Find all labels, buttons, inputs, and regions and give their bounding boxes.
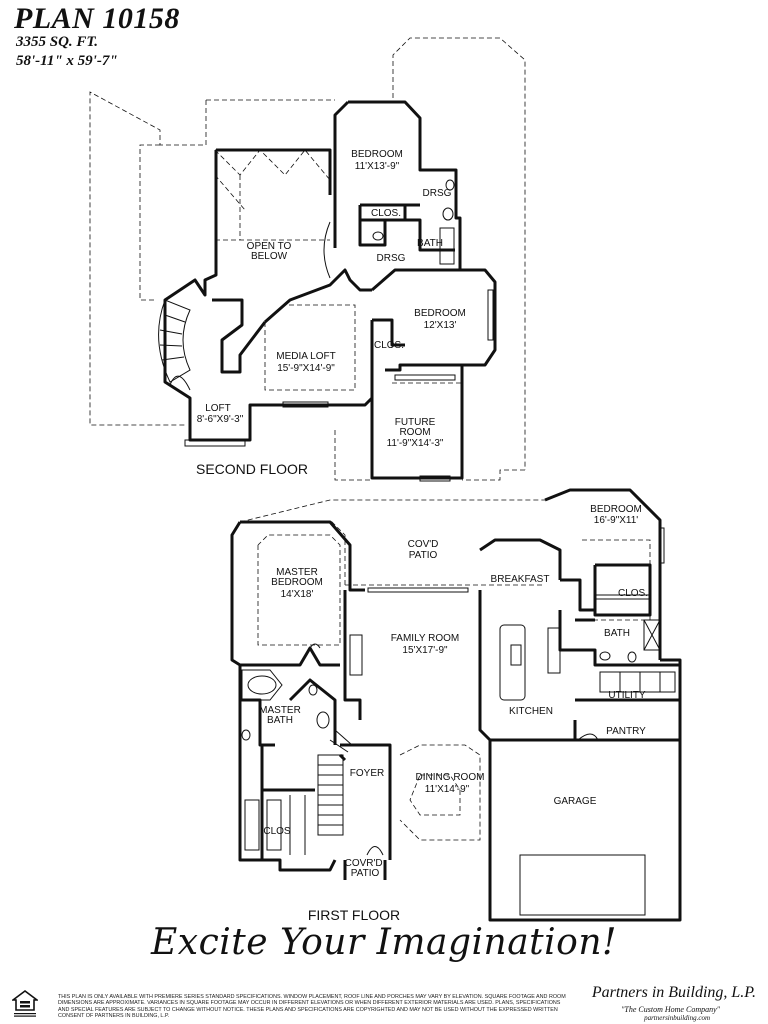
brand-subtitle: "The Custom Home Company" <box>621 1005 720 1014</box>
room-label: BATH <box>604 628 630 639</box>
room-label: FAMILY ROOM <box>391 633 460 644</box>
square-footage: 3355 SQ. FT. <box>16 34 98 50</box>
room-label: BATH <box>267 715 293 726</box>
room-size: 12'X13' <box>424 320 457 331</box>
room-label: COV'D <box>408 539 439 550</box>
second-floor-label: SECOND FLOOR <box>196 461 308 477</box>
spiral-stair <box>158 299 191 383</box>
room-label: BEDROOM <box>414 308 466 319</box>
room-size: 14'X18' <box>281 589 314 600</box>
room-size: 16'-9"X11' <box>594 515 639 526</box>
room-size: 8'-6"X9'-3" <box>197 414 244 425</box>
room-label: BELOW <box>251 251 288 262</box>
equal-housing-icon <box>12 990 38 1017</box>
second-floor-walls <box>163 100 497 480</box>
room-label: LOFT <box>205 403 231 414</box>
first-floor-label: FIRST FLOOR <box>308 907 400 923</box>
room-label: DRSG <box>423 188 452 199</box>
room-label: FOYER <box>350 768 384 779</box>
room-label: FUTURE <box>395 417 436 428</box>
tagline: Excite Your Imagination! <box>151 922 617 963</box>
room-label: MASTER <box>276 567 318 578</box>
room-label: BEDROOM <box>590 504 642 515</box>
room-label: GARAGE <box>554 796 597 807</box>
room-size: 15'X17'-9" <box>402 645 448 656</box>
room-label: PATIO <box>409 550 438 561</box>
room-label: DRSG <box>377 253 406 264</box>
room-label: BEDROOM <box>271 577 323 588</box>
room-label: CLOS <box>263 826 291 837</box>
disclaimer-text: THIS PLAN IS ONLY AVAILABLE WITH PREMIER… <box>58 994 566 1019</box>
room-size: 15'-9"X14'-9" <box>277 363 335 374</box>
room-label: CLOS. <box>618 588 648 599</box>
room-label: KITCHEN <box>509 706 553 717</box>
room-label: BREAKFAST <box>491 574 550 585</box>
first-floor-fixtures <box>241 527 676 916</box>
brand-url[interactable]: partnersinbuilding.com <box>644 1014 710 1022</box>
brand-logo: Partners in Building, L.P. <box>591 984 756 1001</box>
room-label: MEDIA LOFT <box>276 351 335 362</box>
foyer-stair <box>317 729 353 836</box>
room-label: ROOM <box>399 427 430 438</box>
second-floor-fixtures <box>169 179 494 482</box>
room-label: COVR'D. <box>345 858 386 869</box>
room-size: 11'X13'-9" <box>355 161 400 172</box>
room-label: BEDROOM <box>351 149 403 160</box>
room-label: CLOS. <box>374 340 404 351</box>
room-label: CLOS. <box>371 208 401 219</box>
room-label: UTILITY <box>608 690 646 701</box>
room-label: OPEN TO <box>247 241 292 252</box>
plan-title: PLAN 10158 <box>14 2 180 35</box>
room-label: PATIO <box>351 868 380 879</box>
room-label: BATH <box>417 238 443 249</box>
overall-dimensions: 58'-11" x 59'-7" <box>16 53 118 69</box>
room-size: 11'X14'-9" <box>425 784 470 795</box>
room-label: MASTER <box>259 705 301 716</box>
room-label: PANTRY <box>606 726 646 737</box>
room-size: 11'-9"X14'-3" <box>387 438 444 449</box>
room-label: DINING ROOM <box>416 772 485 783</box>
